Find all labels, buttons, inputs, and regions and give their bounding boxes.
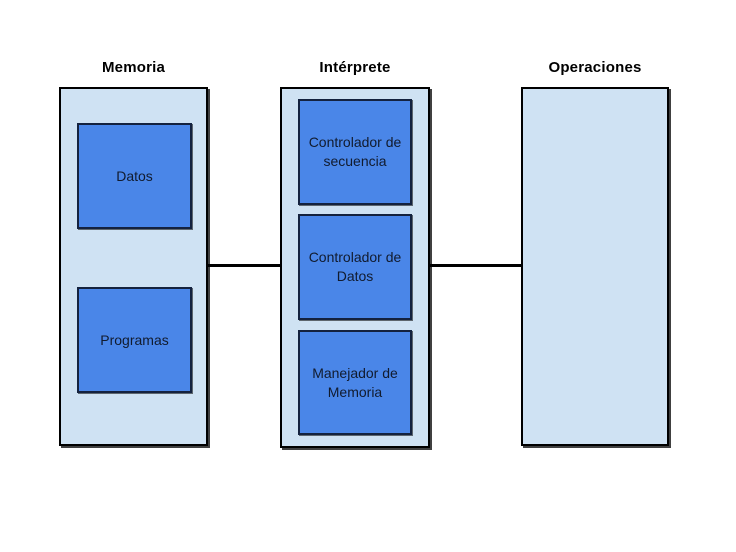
box-datos: Datos <box>77 123 192 229</box>
operaciones-container <box>521 87 669 446</box>
column-title-operaciones: Operaciones <box>548 59 642 76</box>
column-title-interprete: Intérprete <box>319 59 391 76</box>
column-title-memoria: Memoria <box>101 59 166 76</box>
box-controlador-de-datos: Controlador de Datos <box>298 214 412 320</box>
connector-memoria-interprete <box>206 264 282 267</box>
connector-interprete-operaciones <box>428 264 523 267</box>
box-programas: Programas <box>77 287 192 393</box>
box-controlador-de-secuencia: Controlador de secuencia <box>298 99 412 205</box>
box-manejador-de-memoria: Manejador de Memoria <box>298 330 412 435</box>
memoria-container: Datos Programas <box>59 87 208 446</box>
interprete-container: Controlador de secuencia Controlador de … <box>280 87 430 448</box>
